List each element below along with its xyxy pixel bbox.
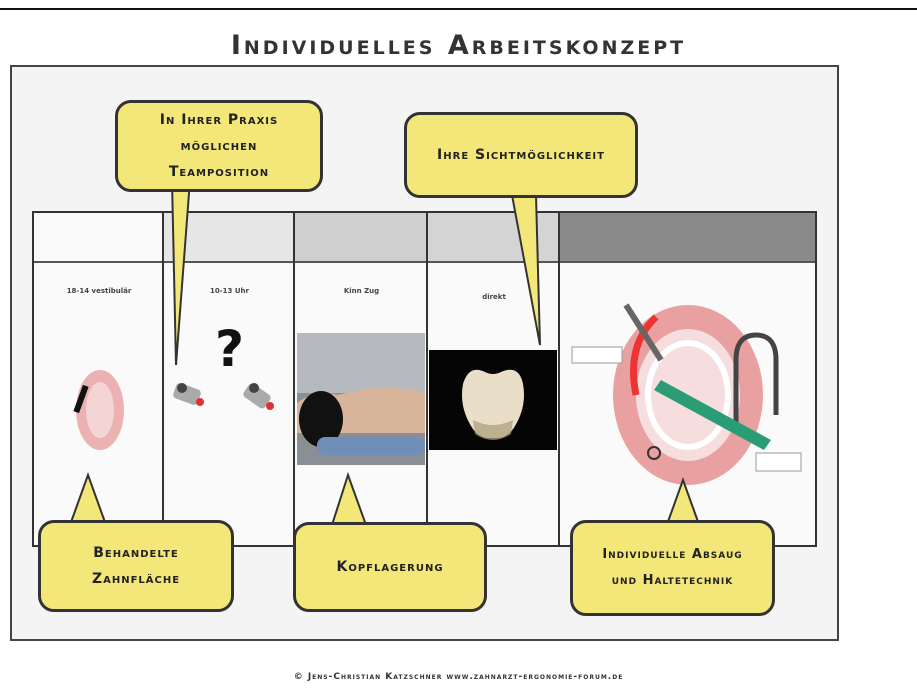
callout-visibility: Ihre Sichtmöglichkeit — [404, 112, 638, 198]
callout-suction-technique: Individuelle Absaug und Haltetechnik — [570, 520, 775, 616]
callout-pointer — [330, 471, 368, 526]
question-mark: ? — [215, 320, 245, 378]
column-position-label: 10-13 Uhr — [210, 287, 249, 295]
team-figure-icon — [173, 383, 204, 406]
tooth-arch-illustration — [73, 370, 124, 450]
tooth-photo — [429, 350, 557, 450]
column-view-label: direkt — [482, 293, 506, 301]
head-positioning-photo — [297, 333, 425, 465]
callout-pointer — [170, 180, 192, 366]
column-head-label: Kinn Zug — [343, 287, 380, 295]
column-header — [34, 213, 164, 263]
page-title: Individuelles Arbeitskonzept — [230, 30, 687, 61]
callout-tooth-surface: Behandelte Zahnfläche — [38, 520, 234, 612]
callout-head-positioning: Kopflagerung — [293, 522, 487, 612]
team-figure-icon — [243, 383, 274, 410]
callout-team-position: In Ihrer Praxis möglichen Teamposition — [115, 100, 323, 192]
column-header — [560, 213, 815, 263]
column-zone-label: 18-14 vestibulär — [66, 287, 132, 295]
copyright-footer: © Jens-Christian Katzschner www.zahnarzt… — [293, 672, 624, 682]
callout-pointer — [510, 195, 541, 346]
top-rule — [0, 8, 917, 10]
column-header — [295, 213, 428, 263]
suction-technique-illustration — [571, 303, 802, 485]
